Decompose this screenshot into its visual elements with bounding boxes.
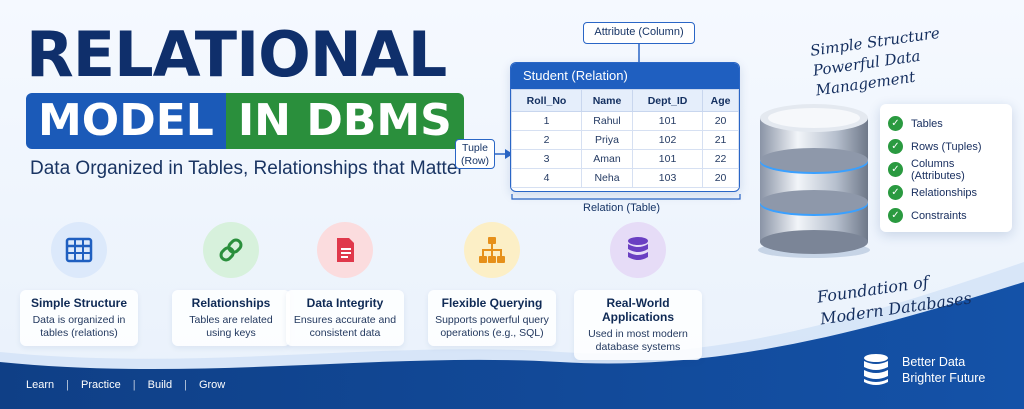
- table-cell: 3: [511, 149, 583, 169]
- footer-separator: |: [184, 379, 187, 391]
- footer-link-learn[interactable]: Learn: [26, 379, 55, 391]
- footer-link-practice[interactable]: Practice: [81, 379, 121, 391]
- checklist-label: Rows (Tuples): [911, 140, 982, 153]
- footer-link-build[interactable]: Build: [147, 379, 173, 391]
- relation-name: Student (Relation): [511, 63, 739, 89]
- brand-line2: Brighter Future: [902, 371, 986, 385]
- checklist-label: Relationships: [911, 186, 978, 199]
- table-cell: 2: [511, 130, 583, 150]
- table-cell: 4: [511, 168, 583, 188]
- relation-caption: Relation (Table): [583, 202, 661, 214]
- checklist-label: Constraints: [911, 209, 967, 222]
- feature-title: Real-World Applications: [601, 296, 674, 324]
- title-model: MODEL: [26, 93, 226, 149]
- table-cell: Aman: [581, 149, 634, 169]
- table-cell: Neha: [581, 168, 634, 188]
- table-icon: [51, 222, 107, 278]
- footer-separator: |: [132, 379, 136, 391]
- tuple-label-line1: Tuple: [462, 142, 488, 154]
- table-cell: Priya: [581, 130, 634, 150]
- column-header: Name: [581, 89, 634, 112]
- column-header: Age: [702, 89, 739, 112]
- checklist: ✓ Tables ✓ Rows (Tuples) ✓ Columns (Attribute…: [880, 104, 1012, 232]
- brand-database-icon: [864, 354, 888, 385]
- title-relational: RELATIONAL: [26, 18, 447, 91]
- table-cell: 21: [702, 130, 739, 150]
- feature-title: Relationships: [191, 296, 271, 310]
- document-icon: [317, 222, 373, 278]
- feature-title: Flexible Querying: [441, 296, 543, 310]
- table-cell: 101: [632, 149, 704, 169]
- title-dbms: IN DBMS: [225, 93, 464, 149]
- feature-description: Tables are related using keys: [189, 314, 273, 339]
- database-icon: [610, 222, 666, 278]
- link-icon: [203, 222, 259, 278]
- feature-title: Data Integrity: [306, 296, 384, 310]
- table-cell: 103: [632, 168, 704, 188]
- feature-description: Used in most modern database systems: [588, 328, 688, 353]
- check-icon: ✓: [888, 162, 903, 177]
- checklist-item: ✓ Tables: [888, 112, 1004, 135]
- table-cell: 1: [511, 111, 583, 131]
- footer-link-grow[interactable]: Grow: [198, 379, 226, 391]
- tuple-label-line2: (Row): [461, 155, 489, 167]
- checklist-label: Columns (Attributes): [911, 157, 965, 182]
- feature-title: Simple Structure: [30, 296, 128, 310]
- checklist-item: ✓ Relationships: [888, 181, 1004, 204]
- table-cell: Rahul: [581, 111, 634, 131]
- check-icon: ✓: [888, 116, 903, 131]
- checklist-label: Tables: [911, 117, 943, 130]
- hierarchy-icon: [464, 222, 520, 278]
- brand-line1: Better Data: [902, 355, 966, 369]
- footer-links: Learn | Practice | Build | Grow: [26, 379, 225, 391]
- table-cell: 20: [702, 111, 739, 131]
- table-cell: 20: [702, 168, 739, 188]
- title-row: MODEL IN DBMS: [26, 93, 464, 149]
- attribute-label: Attribute (Column): [583, 22, 695, 44]
- check-icon: ✓: [888, 185, 903, 200]
- feature-description: Supports powerful query operations (e.g.…: [435, 314, 549, 339]
- column-header: Roll_No: [511, 89, 583, 112]
- column-header: Dept_ID: [632, 89, 704, 112]
- database-cylinder-icon: [758, 104, 870, 258]
- brand: Better Data Brighter Future: [862, 353, 985, 387]
- check-icon: ✓: [888, 208, 903, 223]
- checklist-item: ✓ Columns (Attributes): [888, 157, 1004, 182]
- table-cell: 102: [632, 130, 704, 150]
- feature-description: Data is organized in tables (relations): [32, 314, 126, 339]
- subtitle: Data Organized in Tables, Relationships …: [30, 158, 464, 179]
- brand-text: Better Data Brighter Future: [902, 354, 985, 386]
- checklist-item: ✓ Constraints: [888, 204, 1004, 227]
- check-icon: ✓: [888, 139, 903, 154]
- feature-description: Ensures accurate and consistent data: [293, 314, 397, 339]
- footer-separator: |: [66, 379, 69, 391]
- tuple-label: Tuple (Row): [455, 139, 495, 169]
- table-cell: 101: [632, 111, 704, 131]
- table-cell: 22: [702, 149, 739, 169]
- checklist-item: ✓ Rows (Tuples): [888, 135, 1004, 158]
